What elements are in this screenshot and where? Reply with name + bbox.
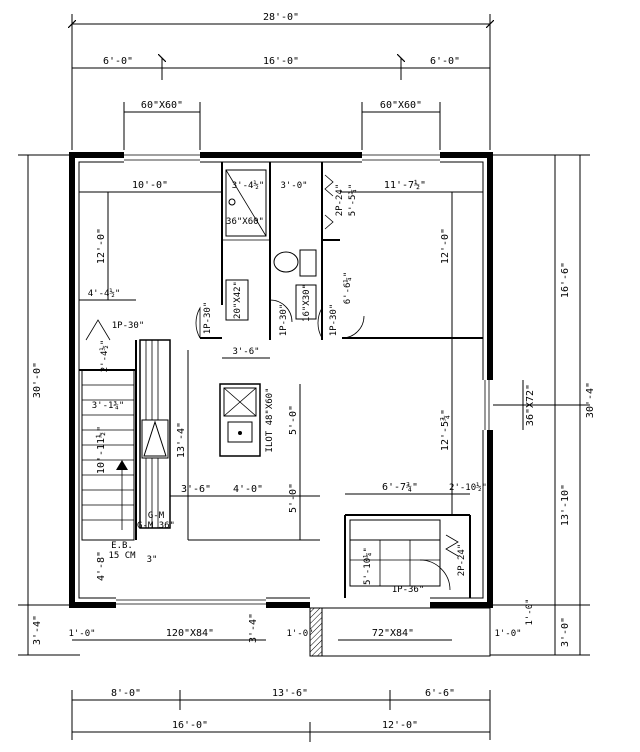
dim-right-lower: 13'-10" [560, 484, 571, 526]
dim-top-right: 6'-0" [430, 56, 460, 67]
right-dimensions: 30'-4" 16'-6" 13'-10" 36"X72" 1'-0" 3'-0… [490, 154, 596, 656]
dim-right-bottom-a: 1'-0" [525, 598, 535, 625]
stair-a: 2'-4½" [99, 340, 110, 373]
room-h-right: 12'-0" [440, 228, 451, 264]
closet-door-label: 2P-24" [335, 184, 345, 217]
bottom-c: 6'-6" [425, 688, 455, 699]
dim-top-mid: 16'-0" [263, 56, 299, 67]
dim-left-bottom: 3'-4" [32, 615, 43, 645]
top-dimensions: 28'-0" 6'-0" 16'-0" 6'-0" 60"X60" 60"X60… [72, 12, 490, 150]
room-w-left: 10'-0" [132, 180, 168, 191]
lower-closet: 6'-7¾" 2'-10½" 5'-10¼" 2P-24" 1P-36" [345, 481, 487, 595]
stair-offset: 4'-4½" [88, 288, 121, 299]
vanity-label: 20"X42" [233, 281, 243, 319]
left-lower: 4'-8" [96, 551, 107, 581]
bottom-total-left: 16'-0" [172, 720, 208, 731]
room-dimensions: 10'-0" 3'-4½" 3'-0" 11'-7½" 12'-0" 12'-0… [79, 179, 483, 515]
interior-walls [79, 162, 483, 598]
stair: 2'-4½" 3'-1¾" 10'-11½" 4'-8" E.B. 15 CM … [81, 340, 158, 581]
island-label: ILOT 48"X60" [265, 387, 275, 452]
bottom-a: 8'-0" [111, 688, 141, 699]
window-bottom-slider: 120"X84" [166, 628, 214, 639]
bot-porch-offset: 1'-0" [286, 629, 313, 639]
linen [295, 284, 317, 320]
exterior-walls [69, 152, 493, 608]
toilet [273, 251, 299, 273]
right-mid: 12'-5¾" [439, 409, 451, 451]
stair-h: 10'-11½" [95, 426, 107, 474]
linen-label: 16"X30" [302, 284, 312, 322]
aisle-left: 3'-6" [181, 484, 211, 495]
aisle-mid: 4'-0" [233, 484, 263, 495]
kitchen-counter: G-M G-M 36" [137, 339, 175, 531]
shower-label: 36"X60" [226, 217, 264, 227]
hall-w: 3'-6" [232, 347, 259, 357]
bot-right-offset: 1'-0" [494, 629, 521, 639]
range-label-a: G-M [148, 511, 165, 521]
window-top-right: 60"X60" [380, 100, 422, 111]
bot-mid-offset: 3'-4" [248, 613, 259, 643]
door-bath-label: 1P-30" [279, 304, 289, 337]
dim-right-bottom-b: 3'-0" [560, 617, 571, 647]
bottom-dimensions: 120"X84" 1'-0" 3'-4" 1'-0" 1'-0" 8'-0" 1… [68, 613, 522, 742]
door-swings: 1P-30" 1P-30" 1P-30" 1P-30" [85, 299, 451, 591]
porch: 72"X84" [309, 607, 491, 657]
dim-right-upper: 16'-6" [560, 262, 571, 298]
window-top-left: 60"X60" [141, 100, 183, 111]
bot-left-offset: 1'-0" [68, 629, 95, 639]
closet-w: 3'-0" [280, 181, 307, 191]
window-right-side: 36"X72" [525, 384, 536, 426]
bottom-total-right: 12'-0" [382, 720, 418, 731]
closet2-w: 6'-7¾" [382, 481, 418, 493]
range-label: G-M 36" [137, 521, 175, 531]
door-left-label: 1P-30" [203, 302, 213, 335]
closet2-h: 5'-10¼" [363, 547, 373, 585]
room-h-left: 12'-0" [96, 228, 107, 264]
dim-top-left: 6'-0" [103, 56, 133, 67]
room-w-right: 11'-7½" [384, 179, 426, 191]
closet-doors: 2P-24" 5'-5¾" 6'-6¼" [324, 174, 358, 305]
island-gap-v: 5'-0" [288, 405, 299, 435]
dim-overall-width: 28'-0" [263, 12, 299, 23]
door-stair-label: 1P-30" [112, 321, 145, 331]
three-inch: 3" [147, 555, 158, 565]
closet-depth: 5'-5¾" [348, 184, 358, 217]
eb-label-2: 15 CM [108, 551, 136, 561]
door-right-label: 1P-30" [329, 304, 339, 337]
closet-height: 6'-6¼" [343, 272, 353, 305]
shower [225, 169, 267, 237]
bottom-b: 13'-6" [272, 688, 308, 699]
bathroom: 36"X60" 20"X42" 16"X30" [225, 169, 317, 322]
closet2-door: 2P-24" [457, 544, 467, 577]
closet2-off: 2'-10½" [449, 482, 487, 493]
entry-door: 1P-36" [392, 585, 425, 595]
bath-w: 3'-4½" [232, 180, 265, 191]
stair-b: 3'-1¾" [92, 401, 125, 411]
island: ILOT 48"X60" 13'-4" 5'-0" 5'-0" 3'-6" 4'… [170, 350, 320, 541]
island-gap-v2: 5'-0" [288, 483, 299, 513]
porch-door: 72"X84" [372, 628, 414, 639]
kitchen-h: 13'-4" [176, 422, 187, 458]
dim-left-height: 30'-0" [32, 362, 43, 398]
vanity [225, 279, 249, 321]
eb-label: E.B. [111, 541, 133, 551]
dim-right-total: 30'-4" [585, 382, 596, 418]
